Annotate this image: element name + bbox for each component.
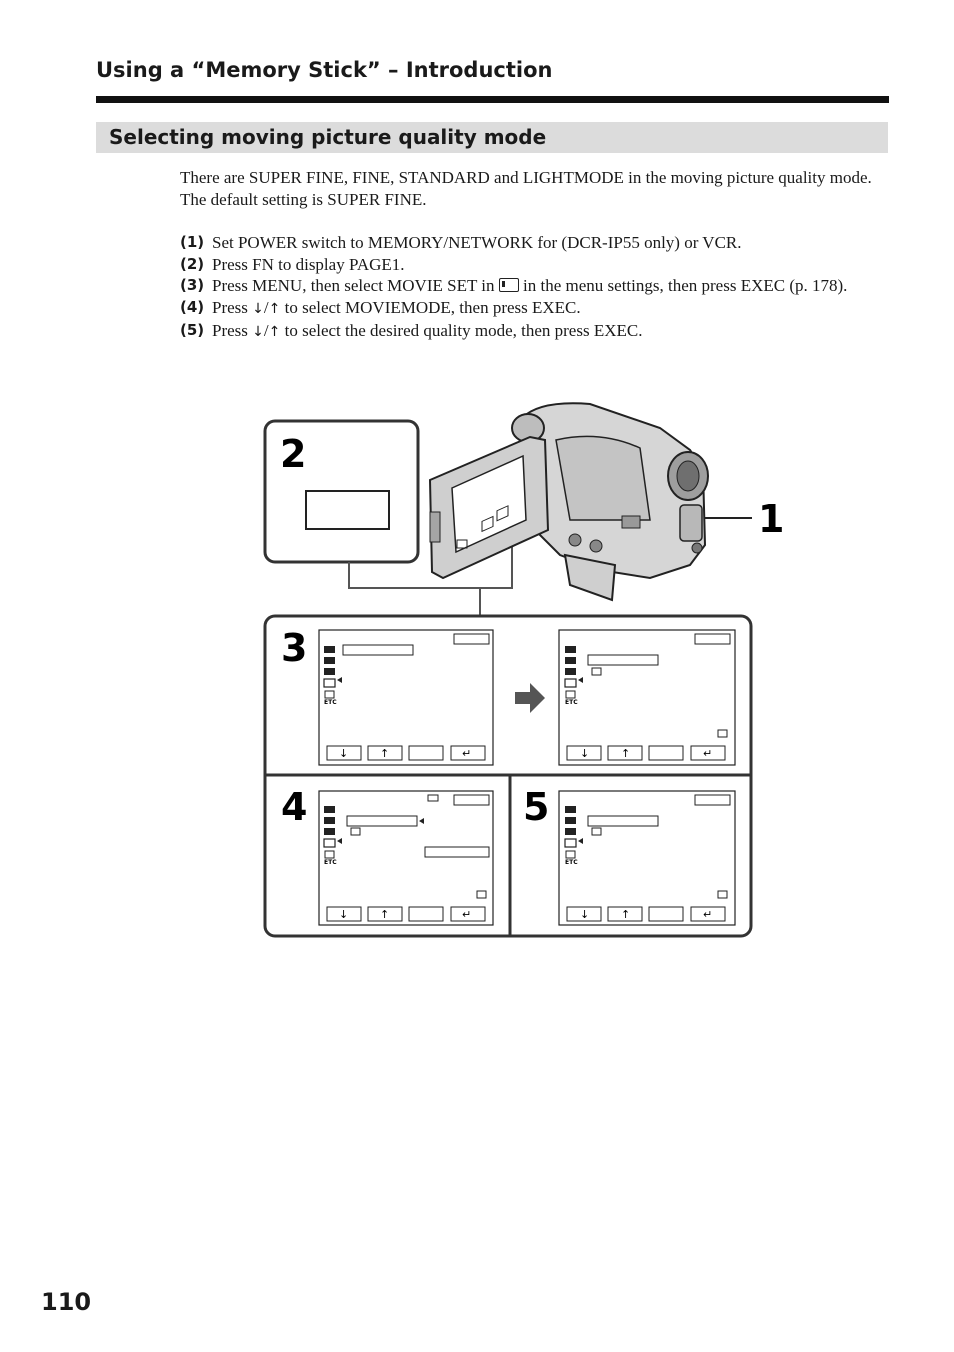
subheading-bar: Selecting moving picture quality mode [96,122,888,153]
menu-screen-5: ETC ↓ ↑ ↵ [558,790,736,926]
callout-1: 1 [758,497,784,541]
etc-label: ETC [324,859,337,866]
step-text: Press [212,321,248,340]
section-title: Using a “Memory Stick” – Introduction [96,58,553,82]
return-button-label: ↵ [703,908,712,921]
callout-4: 4 [281,785,307,829]
memory-stick-icon [498,278,519,292]
step-number: (2) [180,254,205,273]
down-arrow-icon: ↓ [252,300,264,317]
step-list: (1) Set POWER switch to MEMORY/NETWORK f… [180,232,885,344]
up-arrow-icon: ↑ [268,324,281,340]
down-button-label: ↓ [339,908,348,921]
etc-label: ETC [324,699,337,706]
slash: / [263,297,269,317]
step-2: (2) Press FN to display PAGE1. [180,254,885,276]
return-button-label: ↵ [462,747,471,760]
menu-screen-4: ETC ↓ ↑ ↵ [318,790,494,926]
down-button-label: ↓ [339,747,348,760]
return-button-label: ↵ [703,747,712,760]
subheading: Selecting moving picture quality mode [109,125,547,149]
step-text: to select MOVIEMODE, then press EXEC. [284,297,581,317]
step-text: in the menu settings, then press EXEC (p… [523,276,848,295]
menu-screen-3b: ETC ↓ ↑ ↵ [558,629,736,766]
up-button-label: ↑ [621,908,630,921]
up-button-label: ↑ [380,908,389,921]
menu-screen-3a: ETC ↓ ↑ ↵ [318,629,494,766]
header-rule [96,96,889,103]
down-arrow-icon: ↓ [252,324,264,340]
callout-5: 5 [523,785,549,829]
up-button-label: ↑ [380,747,389,760]
etc-label: ETC [565,859,578,866]
step-text: Set POWER switch to MEMORY/NETWORK for (… [212,233,742,252]
step-text: Press FN to display PAGE1. [212,254,405,274]
step-4: (4) Press ↓/↑ to select MOVIEMODE, then … [180,297,885,321]
step-number: (4) [180,297,205,316]
step-3: (3) Press MENU, then select MOVIE SET in… [180,275,885,297]
down-button-label: ↓ [580,747,589,760]
step-number: (1) [180,233,205,251]
camcorder-illustration [428,402,709,602]
intro-paragraph: There are SUPER FINE, FINE, STANDARD and… [180,168,872,209]
page-number: 110 [41,1288,92,1316]
fn-button [305,490,390,530]
down-button-label: ↓ [580,908,589,921]
slash: / [263,321,269,340]
etc-label: ETC [565,699,578,706]
up-button-label: ↑ [621,747,630,760]
return-button-label: ↵ [462,908,471,921]
step-number: (3) [180,276,205,294]
step-5: (5) Press ↓/↑ to select the desired qual… [180,320,885,344]
callout-2: 2 [280,432,306,476]
step-2-box [263,419,420,564]
callout-3: 3 [281,626,307,670]
step-number: (5) [180,321,205,339]
up-arrow-icon: ↑ [268,300,281,317]
step-text: to select the desired quality mode, then… [284,321,643,340]
step-1: (1) Set POWER switch to MEMORY/NETWORK f… [180,232,885,254]
step-text: Press [212,297,248,317]
next-arrow-icon [515,683,545,713]
step-text: Press MENU, then select MOVIE SET in [212,276,495,295]
